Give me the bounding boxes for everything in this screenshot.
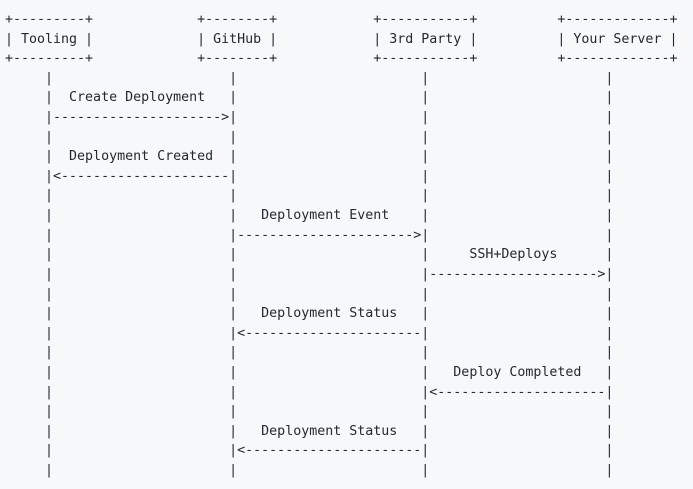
diagram-line: | | | Deploy Completed | [5, 364, 614, 380]
diagram-line: |<---------------------| | | [5, 168, 614, 184]
diagram-line: | | | | [5, 129, 614, 145]
diagram-line: | | | | [5, 463, 614, 479]
ascii-diagram: +---------+ +--------+ +-----------+ +--… [5, 10, 677, 481]
diagram-line: | | | | [5, 345, 614, 361]
diagram-line: | Tooling | | GitHub | | 3rd Party | | Y… [5, 31, 678, 47]
diagram-line: | | Deployment Event | | [5, 208, 614, 224]
diagram-line: | | | SSH+Deploys | [5, 247, 614, 263]
diagram-line: | |<----------------------| | [5, 325, 614, 341]
diagram-line: | | |--------------------->| [5, 266, 614, 282]
diagram-line: +---------+ +--------+ +-----------+ +--… [5, 12, 678, 27]
diagram-line: +---------+ +--------+ +-----------+ +--… [5, 51, 678, 67]
diagram-line: |--------------------->| | | [5, 110, 614, 126]
diagram-line: | | | | [5, 188, 614, 204]
diagram-line: | Deployment Created | | | [5, 149, 614, 165]
diagram-line: | | Deployment Status | | [5, 423, 614, 439]
diagram-line: | | | | [5, 286, 614, 302]
diagram-line: | |---------------------->| | [5, 227, 614, 243]
diagram-line: | | Deployment Status | | [5, 306, 614, 322]
diagram-line: | | | | [5, 70, 614, 86]
diagram-line: | |<----------------------| | [5, 443, 614, 459]
diagram-line: | Create Deployment | | | [5, 90, 614, 106]
diagram-line: | | | | [5, 404, 614, 420]
diagram-line: | | |<---------------------| [5, 384, 614, 400]
